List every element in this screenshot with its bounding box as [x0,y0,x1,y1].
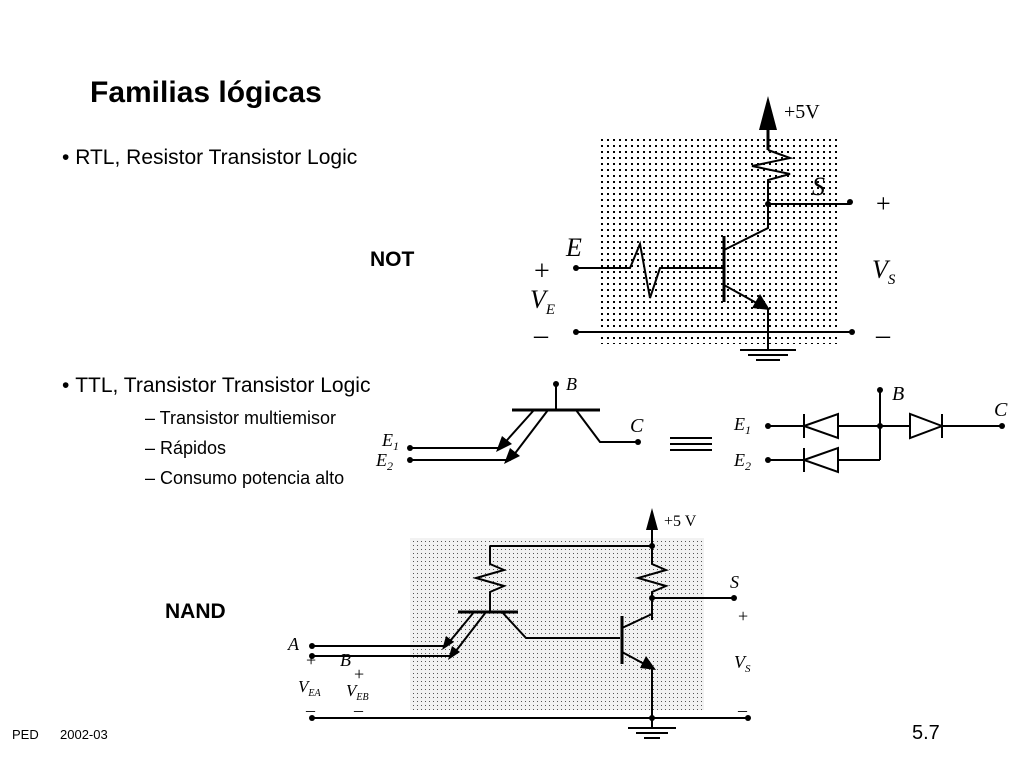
de-e1-label: E1 [733,414,751,437]
sub-bullet-rapidos: – Rápidos [145,438,227,458]
nand-me-collector [501,611,620,639]
sub-bullet-consumo: – Consumo potencia alto [145,468,345,488]
not-input-terminal [573,265,579,271]
bullet-rtl-text: RTL, Resistor Transistor Logic [75,146,358,169]
not-collector-wire [723,204,769,251]
nand-plus-a: + [306,650,316,670]
nand-input-a-label: A [287,634,300,654]
footer-course: PED [12,727,39,742]
nand-input-b-label: B [340,650,351,670]
nand-left-resistor [472,546,507,612]
not-supply-arrow [759,96,777,130]
not-shaded-box [598,136,840,344]
nand-minus-a: – [305,700,316,720]
bullet-rtl: • RTL, Resistor Transistor Logic [62,146,357,170]
nand-minus-right: – [737,700,748,720]
me-e1-label: E1 [381,430,399,453]
nand-supply-label: +5 V [664,513,697,530]
nand-out-emitter-arrow [640,656,656,670]
me-emitter-2-arrow [504,448,520,464]
me-collector-terminal [635,439,641,445]
de-collector-terminal [999,423,1005,429]
nand-vs-label: VS [734,652,751,675]
nand-output-node-label: S [730,572,739,592]
nand-input-a-terminal [309,643,315,649]
not-input-node-label: E [565,233,582,262]
slide-title: Familias lógicas [90,76,322,109]
nand-right-resistor [634,546,669,620]
diode-equivalent: B C E1 E2 [733,383,1008,474]
nand-input-b-terminal [309,653,315,659]
sub-bullet-multiemisor: – Transistor multiemisor [145,408,337,428]
me-collector-label: C [630,415,644,437]
bullet-ttl: • TTL, Transistor Transistor Logic [62,374,370,398]
nand-label: NAND [165,600,226,623]
not-emitter-arrow [752,294,770,310]
nand-veb-label: VEB [346,681,369,703]
nand-vea-label: VEA [298,677,321,699]
not-collector-resistor [751,149,794,204]
de-diode-1 [800,412,839,440]
de-diode-3 [909,412,945,440]
nand-plus-right: + [738,606,748,626]
de-e2-label: E2 [733,450,751,473]
me-e1-terminal [407,445,413,451]
equivalence-sign [670,437,712,451]
not-circuit: +5V S E + + – – VS VE [530,96,896,361]
not-vs-label: VS [872,255,896,288]
bullet-dot: • [62,146,76,169]
not-minus-left: – [533,320,549,351]
nand-supply-arrow [646,508,658,530]
me-e2-label: E2 [375,450,393,473]
footer-year: 2002-03 [60,727,108,742]
de-base-label: B [892,383,904,405]
not-label: NOT [370,248,415,271]
not-minus-right: – [875,320,891,351]
multiemitter-transistor: B C E1 E2 [375,374,644,473]
me-emitter-1 [410,409,535,449]
not-ground-terminal-right [849,329,855,335]
nand-minus-b: – [353,700,364,720]
bullet-ttl-text: TTL, Transistor Transistor Logic [75,374,371,397]
not-base-resistor [576,240,724,299]
nand-plus-b: + [354,664,364,684]
not-ve-label: VE [530,285,555,318]
de-diode-2 [800,446,839,474]
me-emitter-1-arrow [496,436,512,452]
not-supply-label: +5V [784,101,820,123]
nand-shaded-box [410,538,704,710]
bullet-dot: • [62,374,76,397]
not-ground-terminal-left [573,329,579,335]
page-number: 5.7 [912,722,940,744]
not-output-terminal [847,199,853,205]
not-output-node-label: S [812,172,825,201]
de-base-terminal [877,387,883,393]
me-collector-wire [575,409,638,443]
nand-circuit: +5 V S + VS – A B + + VEA VEB – – [287,508,751,739]
de-junction [877,423,883,429]
not-plus-right: + [876,189,891,218]
de-collector-label: C [994,399,1008,421]
nand-output-terminal [731,595,737,601]
not-plus-left: + [534,256,550,287]
me-base-label: B [566,374,577,394]
me-e2-terminal [407,457,413,463]
